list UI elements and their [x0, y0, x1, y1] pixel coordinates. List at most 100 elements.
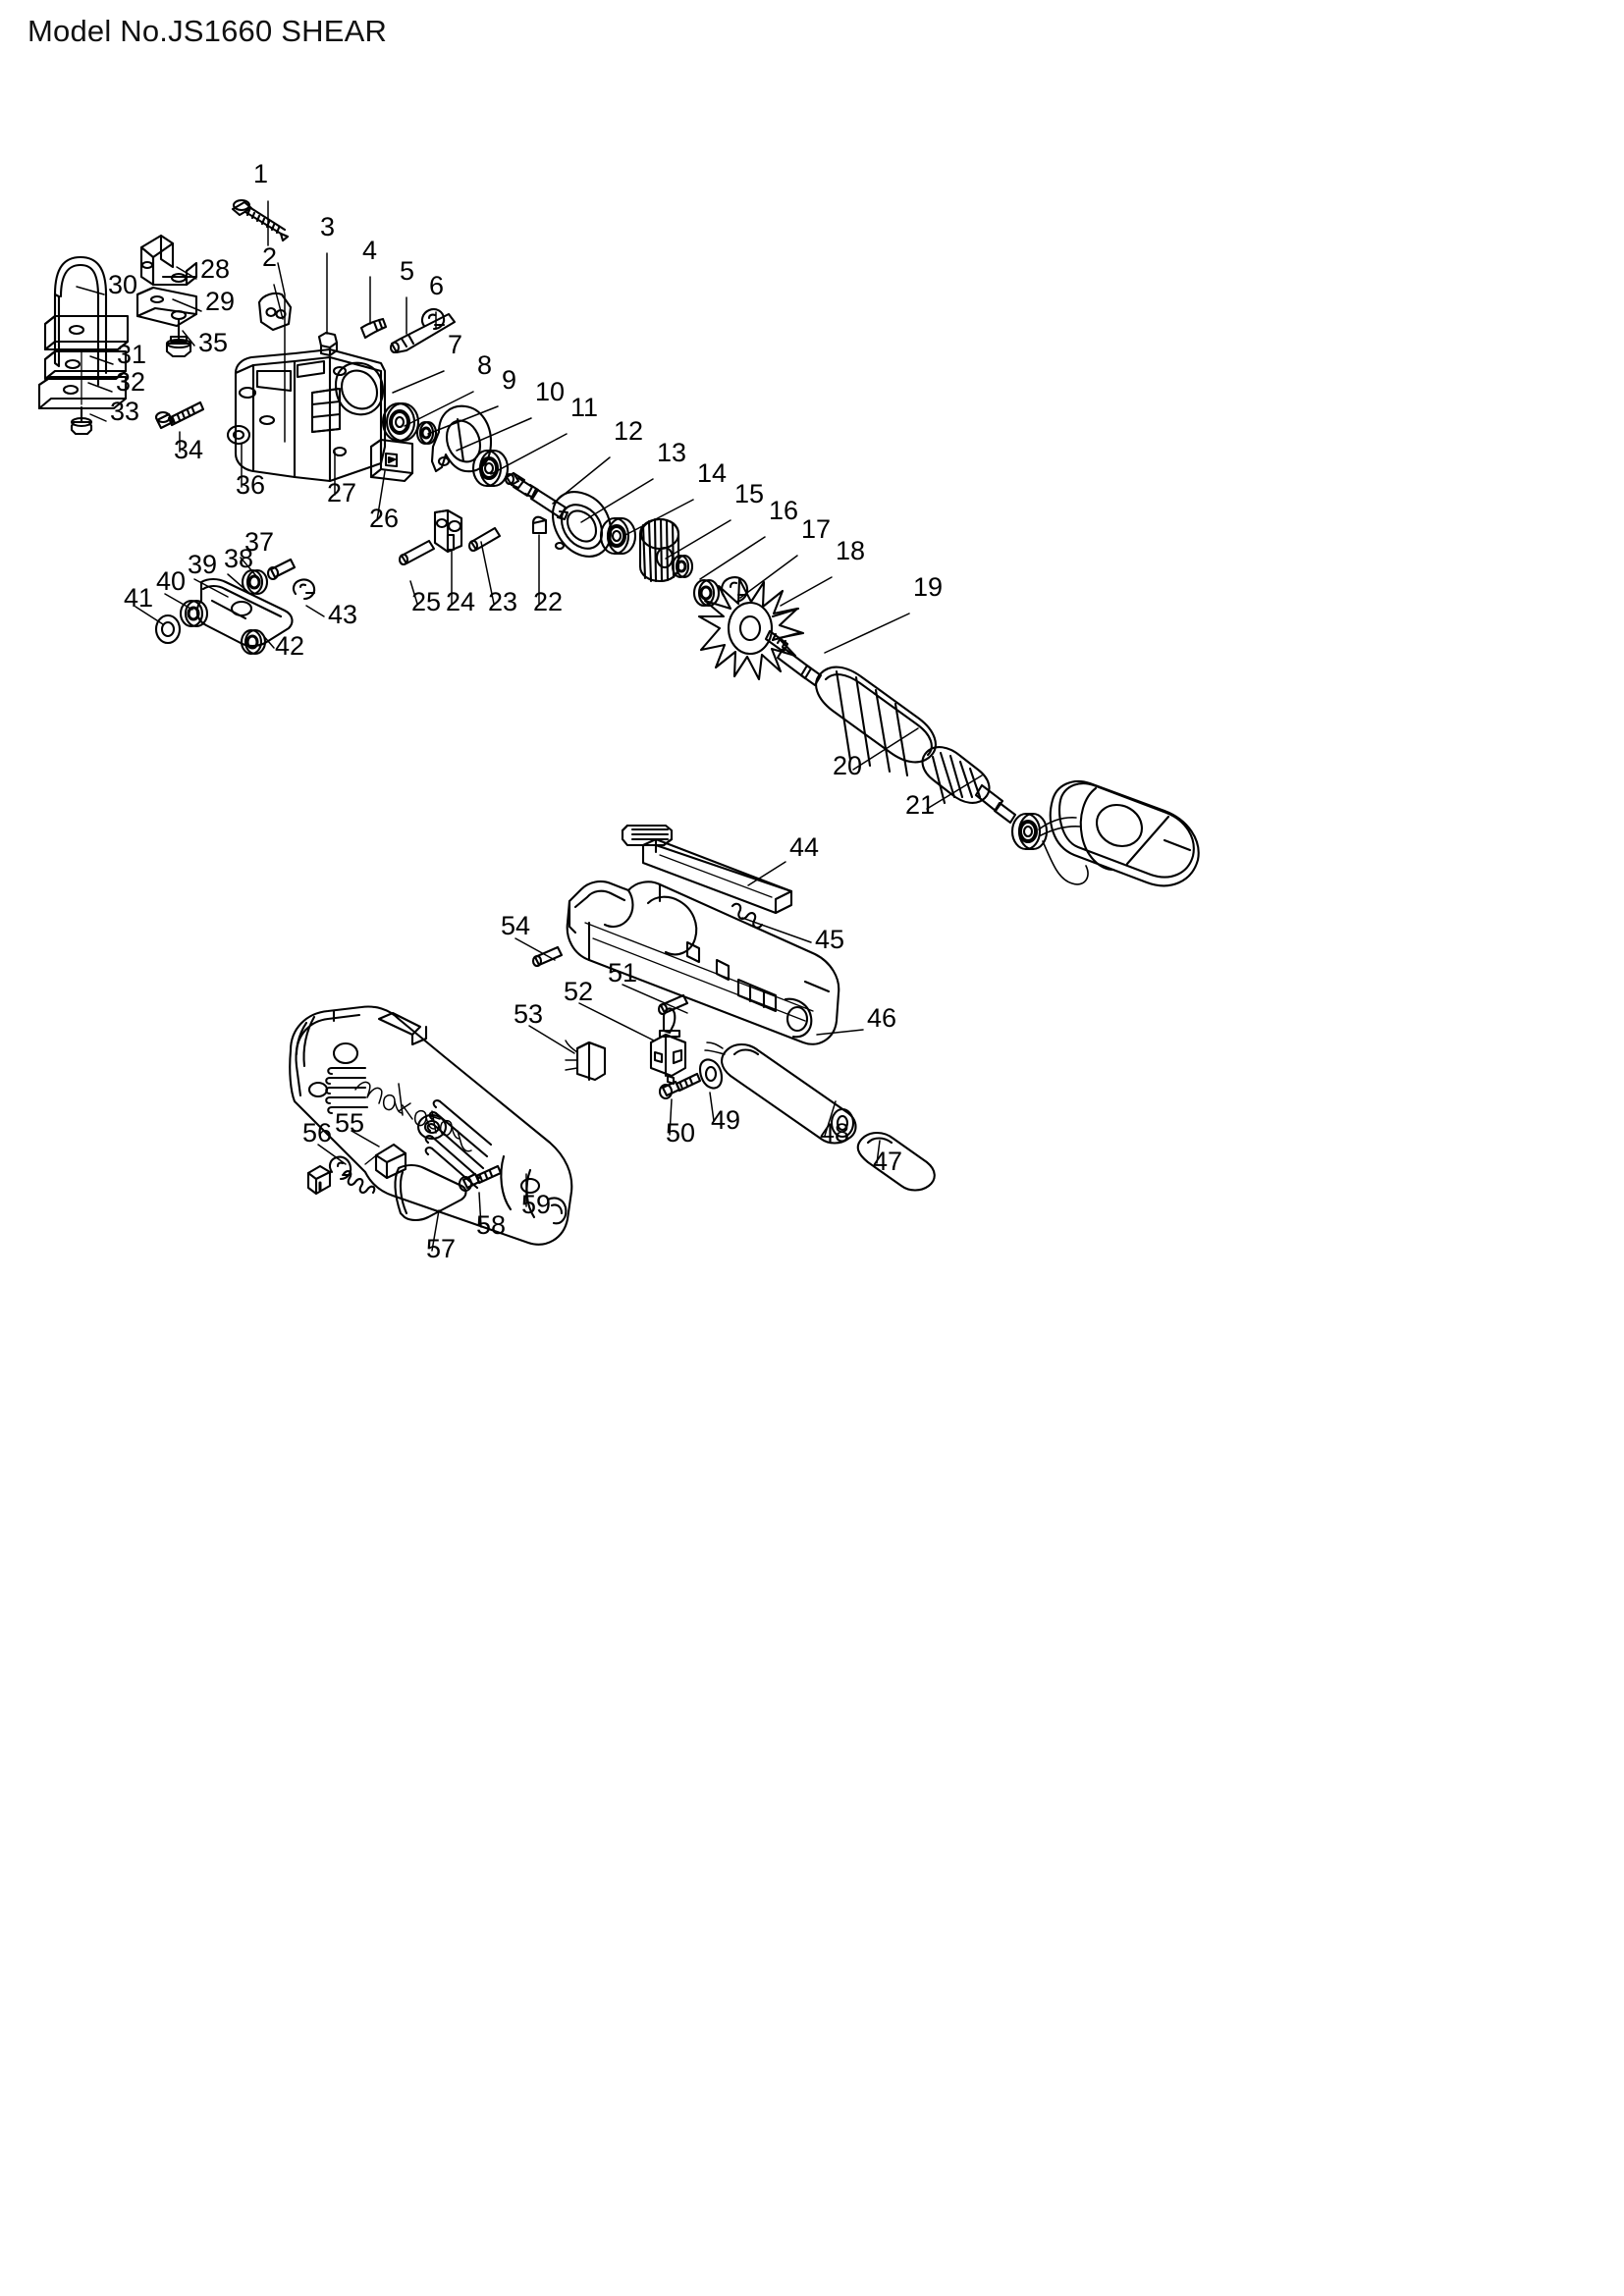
part-18-fan [697, 577, 805, 681]
part-callout-13: 13 [657, 438, 686, 467]
part-callout-6: 6 [429, 271, 444, 300]
part-43-retaining-ring [292, 578, 316, 601]
part-16-washer [692, 578, 721, 608]
part-5-shaft [389, 312, 457, 354]
part-7-bearing [381, 401, 420, 443]
part-callout-17: 17 [801, 514, 831, 544]
part-callout-18: 18 [836, 536, 865, 565]
part-23-pin [467, 526, 502, 553]
part-callout-30: 30 [108, 270, 137, 299]
part-13-bearing [599, 516, 637, 556]
page-title: Model No.JS1660 SHEAR [27, 14, 388, 48]
part-callout-16: 16 [769, 496, 798, 525]
part-callout-23: 23 [488, 587, 517, 616]
part-callout-45: 45 [815, 925, 844, 954]
part-callout-27: 27 [327, 478, 356, 507]
part-3-nut [317, 331, 339, 357]
part-36-washer [226, 424, 251, 446]
part-35-screw [165, 317, 192, 358]
part-40-washer [179, 599, 209, 628]
part-41-washer [154, 614, 182, 645]
part-callout-48: 48 [820, 1118, 849, 1148]
part-callout-8: 8 [477, 350, 492, 380]
part-8-washer [415, 420, 438, 446]
part-53-capacitor [565, 1040, 607, 1082]
part-58-screw [458, 1164, 503, 1193]
part-45-spring [731, 902, 764, 929]
part-19-armature [764, 629, 1017, 825]
part-callout-58: 58 [476, 1210, 506, 1240]
part-55-carbon-brush [342, 1143, 407, 1195]
part-callout-2: 2 [262, 242, 277, 272]
part-callout-7: 7 [448, 330, 462, 359]
part-callout-39: 39 [188, 550, 217, 579]
part-callout-41: 41 [124, 583, 153, 613]
part-callout-22: 22 [533, 587, 563, 616]
part-callout-34: 34 [174, 435, 203, 464]
part-callout-31: 31 [117, 340, 146, 369]
part-callout-59: 59 [521, 1190, 551, 1219]
part-52-switch [649, 1007, 687, 1086]
part-callout-3: 3 [320, 212, 335, 241]
part-28-bracket [139, 234, 198, 287]
part-callout-9: 9 [502, 365, 516, 395]
part-32-plate [37, 375, 128, 410]
part-56-brush-cap [306, 1155, 352, 1196]
part-30-handle-bracket [43, 255, 130, 387]
part-11-eccentric-shaft [504, 471, 569, 521]
part-25-pin [398, 539, 436, 566]
part-4-pin [359, 317, 388, 340]
part-callout-42: 42 [275, 631, 304, 661]
part-6-retaining-ring [420, 307, 446, 331]
part-50-screw [658, 1072, 702, 1100]
part-12-bearing-collar [551, 491, 613, 558]
part-10-bearing [471, 449, 510, 488]
part-callout-50: 50 [666, 1118, 695, 1148]
part-26-block [369, 438, 414, 483]
part-callout-1: 1 [253, 159, 268, 188]
part-callout-5: 5 [400, 256, 414, 286]
part-1-screw [231, 198, 290, 242]
part-callout-49: 49 [711, 1105, 740, 1135]
part-callout-11: 11 [570, 393, 598, 422]
part-callout-52: 52 [564, 977, 593, 1006]
part-49-plate [698, 1058, 724, 1090]
part-callout-10: 10 [535, 377, 565, 406]
part-callout-46: 46 [867, 1003, 896, 1033]
part-38-washer [241, 568, 269, 596]
part-callout-20: 20 [833, 751, 862, 780]
part-22-key [531, 515, 548, 535]
part-callout-56: 56 [302, 1118, 332, 1148]
part-callout-57: 57 [426, 1234, 456, 1263]
part-callout-21: 21 [905, 790, 935, 820]
part-callout-47: 47 [873, 1147, 902, 1176]
part-callout-40: 40 [156, 566, 186, 596]
part-callout-4: 4 [362, 236, 377, 265]
leader-lines-lower [317, 861, 881, 1252]
part-callout-12: 12 [614, 416, 643, 446]
part-20-bearing [1010, 812, 1049, 851]
makita-logo [354, 1081, 472, 1152]
part-24-link [433, 508, 463, 554]
part-callout-44: 44 [789, 832, 819, 862]
tool-body-housing [289, 1005, 573, 1246]
part-31-plate [43, 349, 128, 381]
part-37-screw [266, 558, 297, 581]
part-15-washer [671, 554, 694, 579]
part-callout-25: 25 [411, 587, 441, 616]
part-17-retaining-ring [720, 576, 749, 604]
part-callout-55: 55 [335, 1108, 364, 1138]
part-callout-36: 36 [236, 470, 265, 500]
part-callout-38: 38 [224, 544, 253, 573]
part-callout-43: 43 [328, 600, 357, 629]
part-callout-19: 19 [913, 572, 943, 602]
part-33-screw [70, 405, 93, 436]
part-callout-54: 54 [501, 911, 530, 940]
part-29-plate [135, 286, 198, 328]
part-callout-28: 28 [200, 254, 230, 284]
part-34-screw [154, 400, 205, 430]
part-2-cover [257, 292, 293, 332]
part-callout-32: 32 [116, 367, 145, 397]
part-21-field-stator [1038, 779, 1200, 887]
